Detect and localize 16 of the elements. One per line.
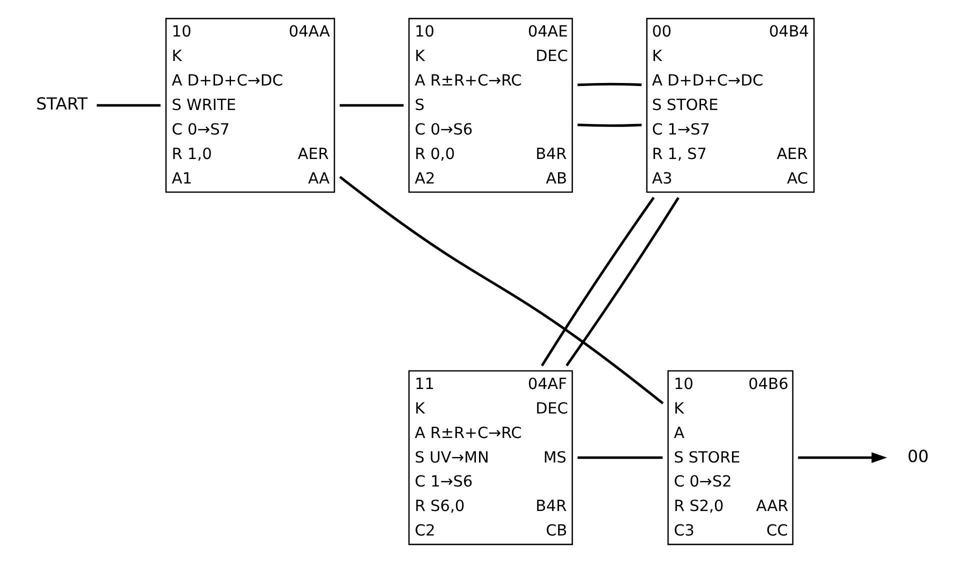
- connector: [577, 82, 642, 86]
- connector: [565, 196, 679, 366]
- node-text: START: [36, 94, 88, 114]
- node-box: 11 04AF K DEC A R±R+C→RC S UV→MN MS C 1→S6 R S6,0 B4R C2 CB: [408, 370, 572, 546]
- connector: [96, 104, 160, 107]
- node-box: 00 04B4 K A D+D+C→DC S STORE C 1→S7 R 1, S7 AER A3 AC: [646, 18, 814, 193]
- node-text: 00: [907, 446, 928, 466]
- node-box: 10 04AA K A D+D+C→DC S WRITE C 0→S7 R 1,0 AER A1 AA: [164, 18, 335, 193]
- node-box: 10 04B6 K A S STORE C 0→S2 R S2,0 AAR C3 CC: [666, 370, 793, 546]
- connector: [540, 196, 654, 366]
- node-box: 10 04AE K DEC A R±R+C→RC S C 0→S6 R 0,0 B4R A2 AB: [408, 18, 572, 193]
- connector: [577, 124, 642, 127]
- connector: [338, 176, 664, 404]
- arrow: [798, 452, 887, 464]
- connector: [577, 456, 662, 459]
- connector: [339, 104, 404, 107]
